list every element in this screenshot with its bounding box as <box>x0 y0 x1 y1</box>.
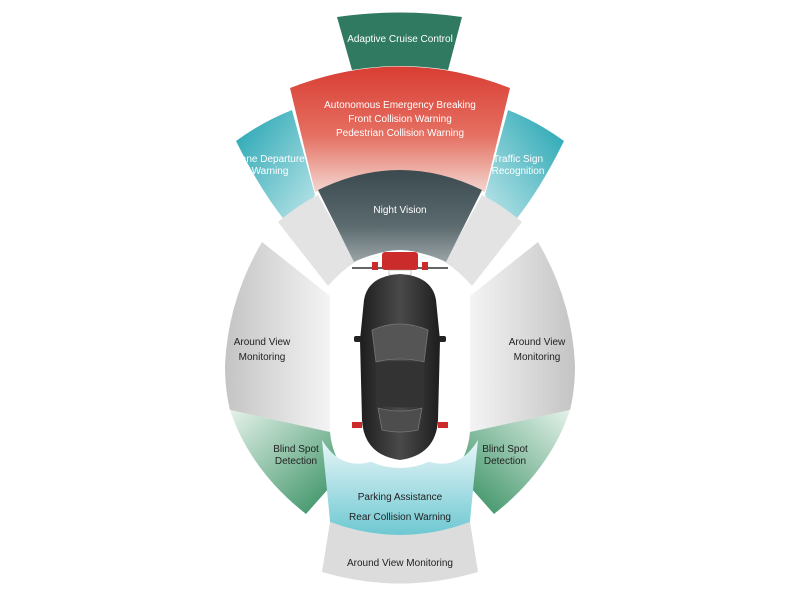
label-front-line-1: Autonomous Emergency Breaking <box>324 100 476 111</box>
zone-around-view-rear <box>322 522 478 584</box>
label-blind-spot-left-1: Blind Spot <box>273 444 319 455</box>
car-rear-window <box>377 407 423 433</box>
zone-front-collision <box>290 66 510 192</box>
zone-around-view-left <box>225 242 330 432</box>
mirror-right <box>438 336 446 342</box>
label-parking-assistance: Parking Assistance <box>358 492 443 503</box>
label-blind-spot-right-2: Detection <box>484 456 526 467</box>
label-rear-collision-warning: Rear Collision Warning <box>349 512 451 523</box>
label-around-view-left-2: Monitoring <box>239 352 286 363</box>
label-blind-spot-right-1: Blind Spot <box>482 444 528 455</box>
label-lane-departure-1: Lane Departure <box>235 154 305 165</box>
label-traffic-sign-2: Recognition <box>492 166 545 177</box>
label-around-view-right-1: Around View <box>509 337 566 348</box>
car-windshield <box>371 323 429 363</box>
zone-lane-departure-warning <box>236 110 315 222</box>
front-sensor-right <box>422 262 428 270</box>
label-adaptive-cruise-control: Adaptive Cruise Control <box>347 34 453 45</box>
front-sensor-housing <box>382 252 418 270</box>
zone-night-vision <box>318 170 482 262</box>
rear-sensor-left <box>352 422 362 428</box>
label-around-view-rear: Around View Monitoring <box>347 558 453 569</box>
zone-front-right-gray <box>445 195 522 286</box>
vehicle <box>352 252 448 460</box>
label-front-line-3: Pedestrian Collision Warning <box>336 128 464 139</box>
rear-sensor-right <box>438 422 448 428</box>
zone-blind-spot-left <box>230 410 345 514</box>
label-around-view-left-1: Around View <box>234 337 291 348</box>
label-around-view-right-2: Monitoring <box>514 352 561 363</box>
label-blind-spot-left-2: Detection <box>275 456 317 467</box>
label-night-vision: Night Vision <box>373 205 426 216</box>
mirror-left <box>354 336 362 342</box>
label-lane-departure-2: Warning <box>252 166 289 177</box>
label-front-line-2: Front Collision Warning <box>348 114 452 125</box>
zone-blind-spot-right <box>455 410 570 514</box>
zone-rear-parking <box>322 440 478 535</box>
zone-front-left-gray <box>278 195 355 286</box>
zone-adaptive-cruise-control <box>337 12 462 70</box>
car-roof <box>376 361 424 408</box>
label-traffic-sign-1: Traffic Sign <box>493 154 543 165</box>
zone-traffic-sign-recognition <box>485 110 564 222</box>
zone-around-view-right <box>470 242 575 432</box>
front-sensor-left <box>372 262 378 270</box>
